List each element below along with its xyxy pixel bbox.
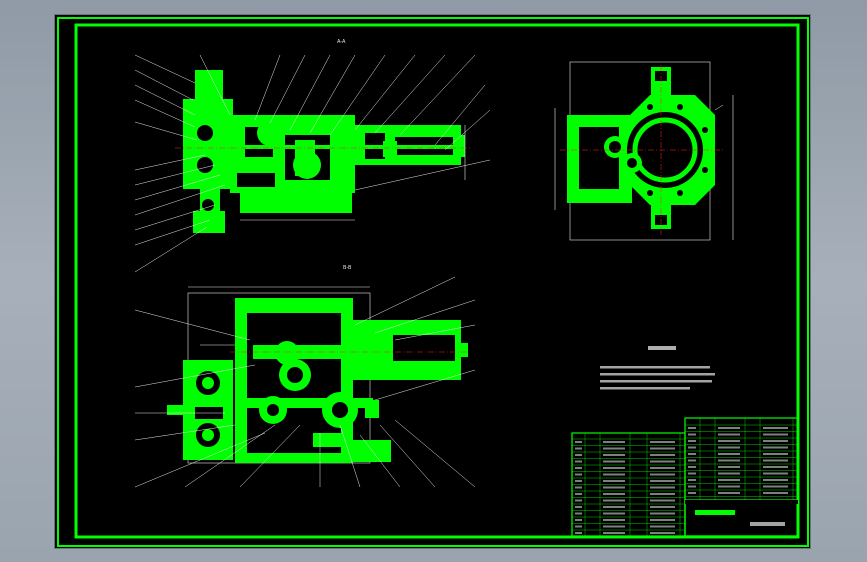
side-view <box>554 61 734 241</box>
outer-frame <box>57 17 809 547</box>
title-block-name <box>695 510 735 515</box>
end-housing <box>183 99 233 189</box>
bottom-view: B-B <box>134 265 476 488</box>
technical-notes <box>600 346 715 390</box>
view-label-top: A-A <box>337 39 346 45</box>
cad-viewport[interactable]: A-A <box>54 14 811 549</box>
drawing-canvas: A-A <box>57 17 809 547</box>
top-view: A-A <box>134 39 491 273</box>
parts-list-table <box>571 417 799 537</box>
inner-frame <box>74 23 800 539</box>
view-label-bottom: B-B <box>343 265 352 271</box>
